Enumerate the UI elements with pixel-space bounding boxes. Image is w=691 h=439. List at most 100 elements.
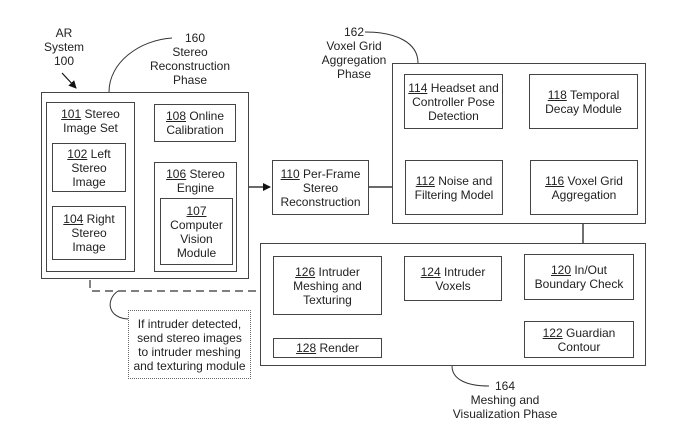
leader-164 [451, 365, 490, 387]
node-text: Calibration [166, 123, 224, 137]
node-text: Vision [180, 231, 213, 246]
noise-filtering-model-node[interactable]: 112 Noise and Filtering Model [405, 160, 503, 215]
node-title-line: 110 Per-Frame [281, 167, 361, 181]
node-text: Image [72, 240, 106, 254]
node-title-line: 114 Headset and [408, 81, 499, 95]
node-text: Noise and [434, 173, 493, 188]
ref-number: 107 [186, 203, 207, 218]
voxel-grid-aggregation-node[interactable]: 116 Voxel Grid Aggregation [530, 160, 638, 215]
node-text: Module [176, 245, 217, 260]
node-text: Boundary Check [534, 277, 624, 291]
leader-note [109, 290, 129, 320]
node-title-line: 116 Voxel Grid [545, 174, 623, 188]
headset-controller-pose-detection-node[interactable]: 114 Headset and Controller Pose Detectio… [404, 74, 503, 129]
phase-label-line: Phase [336, 67, 372, 81]
node-text: Meshing and [293, 278, 362, 293]
ref-number: 112 [415, 173, 435, 188]
node-text: Render [316, 341, 359, 355]
phase-label-voxel-grid-aggregation: 162 Voxel Grid Aggregation Phase [318, 25, 390, 81]
node-text: Image [72, 174, 106, 189]
node-title-line: 106 Stereo [166, 167, 225, 181]
phase-label-line: System [43, 40, 84, 54]
node-text: Stereo [71, 160, 107, 175]
phase-label-line: Reconstruction [149, 59, 231, 73]
phase-label-line: Aggregation [321, 53, 387, 67]
node-text: Guardian [562, 325, 616, 340]
temporal-decay-module-node[interactable]: 118 Temporal Decay Module [529, 74, 638, 129]
phase-label-ref: 164 [494, 379, 516, 393]
node-title-line: 118 Temporal [548, 88, 620, 102]
node-text: Contour [557, 339, 601, 354]
node-text: Right [83, 212, 115, 226]
node-text: Decay Module [545, 101, 622, 116]
node-text: Controller Pose [412, 94, 495, 109]
node-title-line: 102 Left [67, 147, 110, 161]
ref-number: 114 [408, 80, 428, 95]
node-text: Voxels [435, 278, 471, 293]
guardian-contour-node[interactable]: 122 Guardian Contour [524, 321, 634, 358]
dashed-arrow-101-126 [89, 280, 272, 295]
phase-label-ar-system: AR System 100 [34, 26, 94, 68]
note-text: send stereo images [137, 330, 242, 345]
node-text: Filtering Model [414, 187, 494, 202]
computer-vision-module-node[interactable]: 107 Computer Vision Module [160, 198, 233, 265]
node-text: Stereo [302, 180, 339, 195]
per-frame-stereo-reconstruction-node[interactable]: 110 Per-Frame Stereo Reconstruction [272, 160, 369, 215]
left-stereo-image-node[interactable]: 102 Left Stereo Image [52, 143, 126, 192]
node-text: Intruder [440, 264, 486, 279]
phase-label-line: AR [55, 26, 73, 40]
node-text: Image Set [63, 121, 118, 135]
node-text: Texturing [303, 292, 352, 307]
leader-162 [364, 31, 419, 64]
in-out-boundary-check-node[interactable]: 120 In/Out Boundary Check [524, 254, 634, 300]
right-stereo-image-node[interactable]: 104 Right Stereo Image [52, 206, 126, 260]
node-text: Engine [176, 181, 215, 195]
phase-label-ref: 162 [343, 25, 365, 39]
ref-number: 102 [67, 146, 88, 161]
ref-number: 124 [420, 264, 441, 279]
node-text: Per-Frame [299, 166, 361, 181]
node-title-line: 101 Stereo [61, 107, 120, 121]
render-node[interactable]: 128 Render [273, 338, 382, 358]
intruder-meshing-texturing-node[interactable]: 126 Intruder Meshing and Texturing [273, 256, 382, 315]
ref-number: 116 [545, 173, 565, 188]
node-text: Stereo [81, 107, 120, 121]
ref-number: 118 [547, 87, 567, 102]
note-text: to intruder meshing [138, 344, 241, 359]
phase-label-line: Voxel Grid [326, 39, 382, 53]
node-text: Computer [170, 217, 223, 232]
node-text: Voxel Grid [564, 173, 623, 188]
node-title-line: 112 Noise and [416, 174, 493, 188]
node-text: Stereo [71, 226, 107, 240]
node-text: Temporal [566, 87, 620, 102]
node-title-line: 108 Online [166, 109, 224, 123]
phase-label-ref: 160 [184, 31, 206, 45]
ref-number: 108 [165, 109, 186, 123]
node-text: Aggregation [551, 187, 617, 202]
note-text: If intruder detected, [137, 316, 242, 331]
node-title-line: 126 Intruder [295, 265, 360, 279]
ref-number: 128 [296, 341, 317, 355]
ref-number: 101 [61, 107, 82, 121]
node-text: In/Out [571, 263, 608, 277]
ref-number: 122 [542, 325, 563, 340]
intruder-note: If intruder detected, send stereo images… [128, 310, 251, 379]
node-title-line: 122 Guardian [543, 326, 616, 340]
phase-label-meshing-visualization: 164 Meshing and Visualization Phase [440, 379, 570, 421]
leader-100 [61, 72, 77, 89]
ref-number: 120 [550, 263, 571, 277]
node-text: Reconstruction [280, 194, 361, 209]
node-title-line: 120 In/Out [551, 263, 607, 277]
phase-label-ref: 100 [53, 54, 75, 68]
phase-label-line: Meshing and [470, 393, 540, 407]
online-calibration-node[interactable]: 108 Online Calibration [154, 104, 236, 142]
intruder-voxels-node[interactable]: 124 Intruder Voxels [404, 256, 502, 301]
node-text: Detection [428, 108, 479, 123]
node-text: Headset and [427, 80, 499, 95]
leader-160 [108, 37, 173, 93]
node-title-line: 104 Right [63, 212, 114, 226]
ref-number: 110 [280, 166, 300, 181]
phase-label-stereo-reconstruction: 160 Stereo Reconstruction Phase [140, 31, 240, 87]
node-text: Intruder [315, 264, 360, 279]
phase-label-line: Phase [172, 73, 208, 87]
